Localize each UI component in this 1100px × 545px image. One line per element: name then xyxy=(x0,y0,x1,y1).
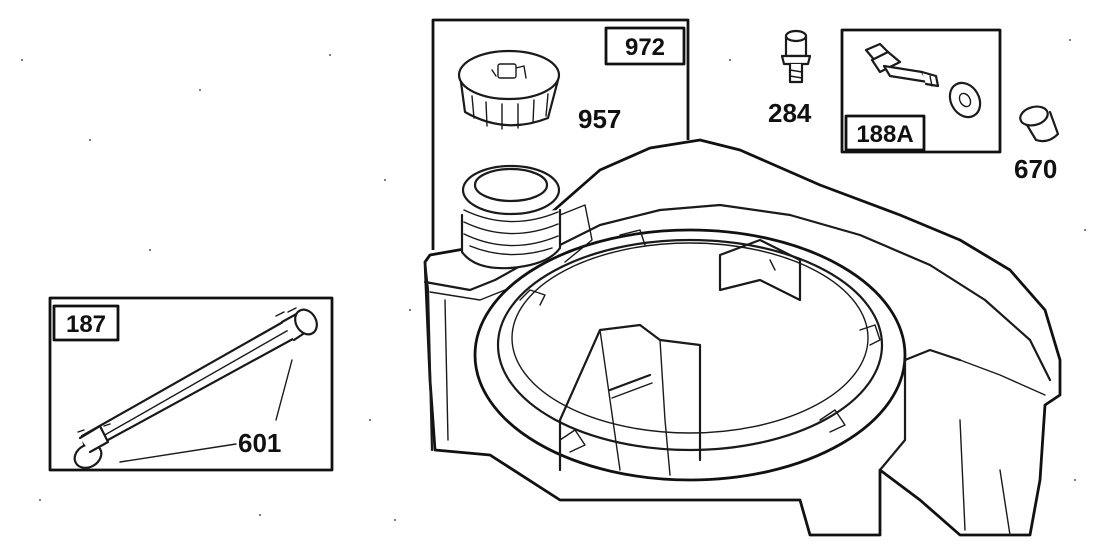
part-670-label: 670 xyxy=(1014,154,1057,184)
box-188A-label: 188A xyxy=(856,121,913,148)
box-187: 187 xyxy=(48,296,334,472)
spacer-670 xyxy=(1019,105,1060,143)
bolt-284 xyxy=(780,29,812,84)
fuel-cap xyxy=(457,49,561,130)
part-601-label: 601 xyxy=(238,428,281,458)
box-972-label: 972 xyxy=(625,34,665,61)
filler-neck xyxy=(460,164,593,270)
box-972: 972 xyxy=(431,18,690,250)
fuel-tank xyxy=(423,138,1062,537)
fuel-hose xyxy=(73,307,318,469)
part-957-label: 957 xyxy=(578,104,621,134)
box-188A: 188A xyxy=(840,28,1002,154)
scan-specks xyxy=(21,39,1086,521)
shoulder-bolt xyxy=(864,42,940,88)
fuel-pump-icon xyxy=(491,63,527,79)
washer xyxy=(948,81,982,119)
part-284-label: 284 xyxy=(768,98,812,128)
box-187-label: 187 xyxy=(66,311,106,338)
